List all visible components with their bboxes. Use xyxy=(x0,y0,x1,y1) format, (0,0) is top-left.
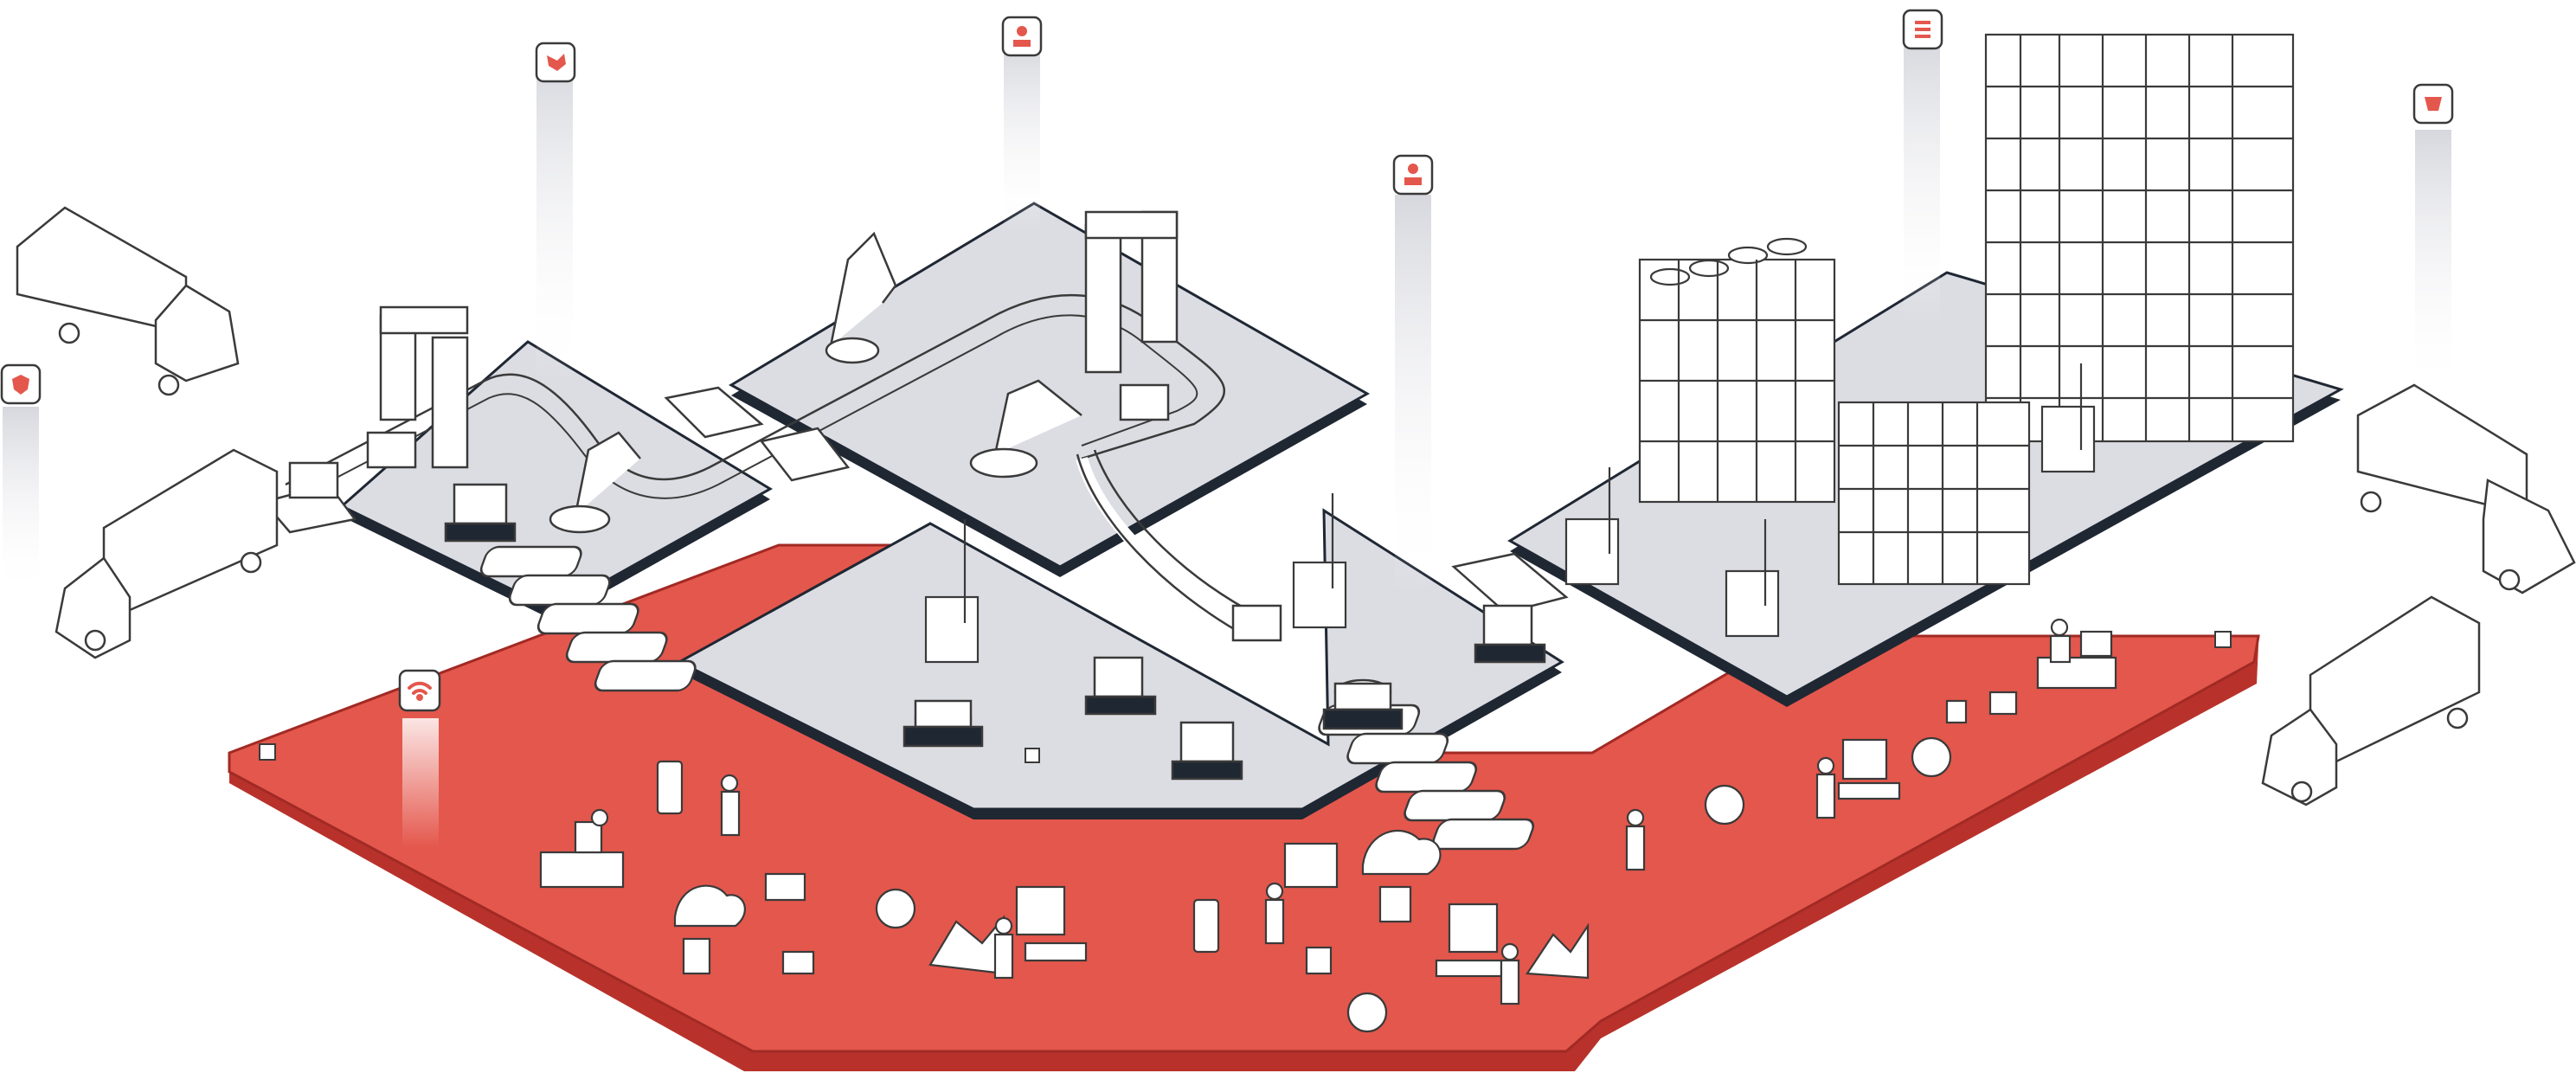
wifi-icon xyxy=(408,681,432,701)
high-bay-rack xyxy=(1984,33,2295,443)
marker-storage-list[interactable] xyxy=(1902,9,1943,50)
gantry-robots xyxy=(379,210,1179,469)
shelving-block xyxy=(1837,401,2031,586)
marker-beams xyxy=(3,39,2451,848)
gripper-icon xyxy=(547,54,566,71)
truck-bottom-right xyxy=(2261,595,2481,806)
marker-robot-arm[interactable] xyxy=(1001,16,1043,57)
conveyor-system xyxy=(285,294,1260,638)
marker-shield[interactable] xyxy=(0,363,42,405)
staircase-left xyxy=(479,545,697,692)
shield-icon xyxy=(12,375,29,395)
robot-arm-icon xyxy=(1013,26,1031,47)
robot-arms xyxy=(549,231,1082,534)
operator-icon xyxy=(1404,164,1422,185)
marker-operator[interactable] xyxy=(1392,154,1434,196)
base-corner-markers xyxy=(259,631,2232,763)
storage-list-icon xyxy=(1915,21,1930,38)
marker-gripper[interactable] xyxy=(535,42,576,83)
forklifts xyxy=(924,363,2096,664)
operators-and-workstations xyxy=(539,618,2117,1033)
dock-icon xyxy=(2425,97,2442,111)
truck-top-right xyxy=(2356,383,2576,594)
marker-wifi[interactable] xyxy=(398,669,441,712)
marker-dock[interactable] xyxy=(2412,83,2454,125)
agv-units xyxy=(288,383,1546,781)
truck-top-left xyxy=(16,206,240,396)
truck-bottom-left xyxy=(55,448,279,659)
storage-carousel-tower xyxy=(1638,237,1836,504)
